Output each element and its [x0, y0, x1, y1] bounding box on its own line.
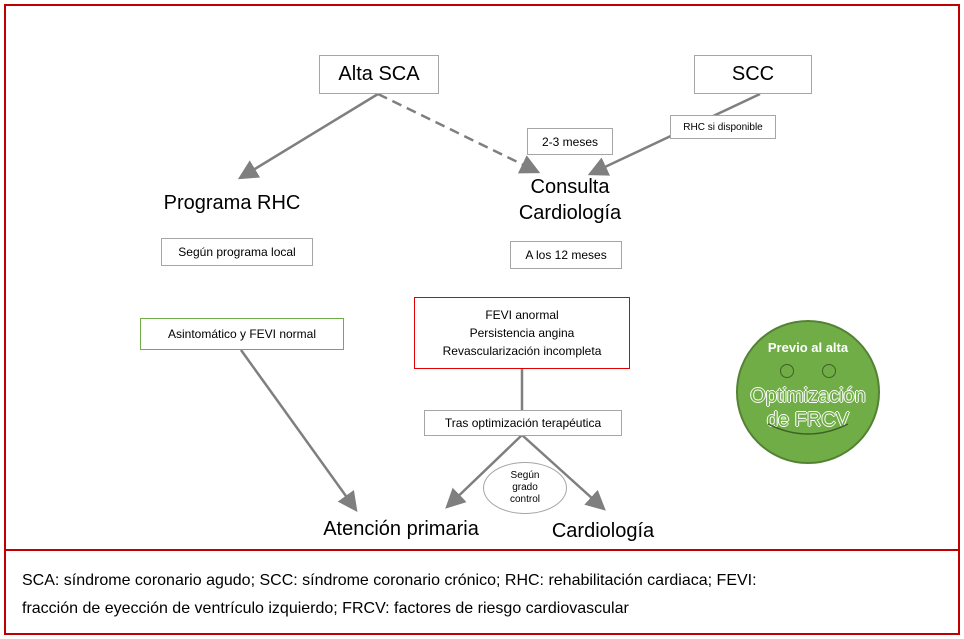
smiley-face-icon: Previo al alta Optimización de FRCV	[736, 320, 880, 464]
a-los-12-box: A los 12 meses	[510, 241, 622, 269]
footnote: SCA: síndrome coronario agudo; SCC: sínd…	[22, 567, 942, 623]
grado-text: grado	[512, 482, 538, 493]
cardiologia-title: Cardiología	[551, 520, 655, 542]
arrow-tras-to-atencion	[445, 434, 523, 509]
consulta-cardiologia-title: Consulta Cardiología	[500, 174, 640, 226]
footnote-line1: SCA: síndrome coronario agudo; SCC: sínd…	[22, 572, 757, 589]
fevi-anormal-text: FEVI anormal	[485, 308, 559, 322]
footnote-line2: fracción de eyección de ventrículo izqui…	[22, 600, 629, 617]
de-frcv-text: de FRCV	[766, 409, 850, 431]
diagram-frame	[4, 4, 960, 635]
left-eye-icon	[780, 364, 794, 378]
alta-sca-box: Alta SCA	[319, 55, 439, 94]
optimizacion-text: Optimización	[750, 385, 866, 407]
asintomatico-box: Asintomático y FEVI normal	[140, 318, 344, 350]
consulta-line2: Cardiología	[518, 202, 622, 224]
footnote-divider	[4, 549, 960, 551]
control-text: control	[509, 494, 540, 505]
meses-2-3-box: 2-3 meses	[527, 128, 613, 155]
fevi-anormal-box: FEVI anormal Persistencia angina Revascu…	[414, 297, 630, 369]
consulta-line1: Consulta	[530, 176, 610, 198]
segun-grado-control-ellipse: Según grado control	[483, 462, 567, 514]
arrow-tras-to-cardiologia	[521, 434, 606, 511]
rhc-si-disponible-box: RHC si disponible	[670, 115, 776, 139]
segun-text: Según	[510, 470, 540, 481]
scc-box: SCC	[694, 55, 812, 94]
programa-rhc-title: Programa RHC	[163, 192, 301, 214]
arrow-asintomatico-to-atencion	[239, 349, 358, 513]
previo-al-alta-text: Previo al alta	[767, 340, 849, 355]
right-eye-icon	[822, 364, 836, 378]
persistencia-text: Persistencia angina	[469, 326, 575, 340]
revascularizacion-text: Revascularización incompleta	[442, 344, 602, 358]
smile-mouth-icon	[767, 423, 849, 435]
atencion-primaria-title: Atención primaria	[323, 518, 479, 540]
arrow-alta-to-consulta-dashed	[377, 92, 541, 174]
tras-optimizacion-box: Tras optimización terapéutica	[424, 410, 622, 436]
segun-programa-box: Según programa local	[161, 238, 313, 266]
arrow-alta-to-programa	[237, 92, 379, 180]
